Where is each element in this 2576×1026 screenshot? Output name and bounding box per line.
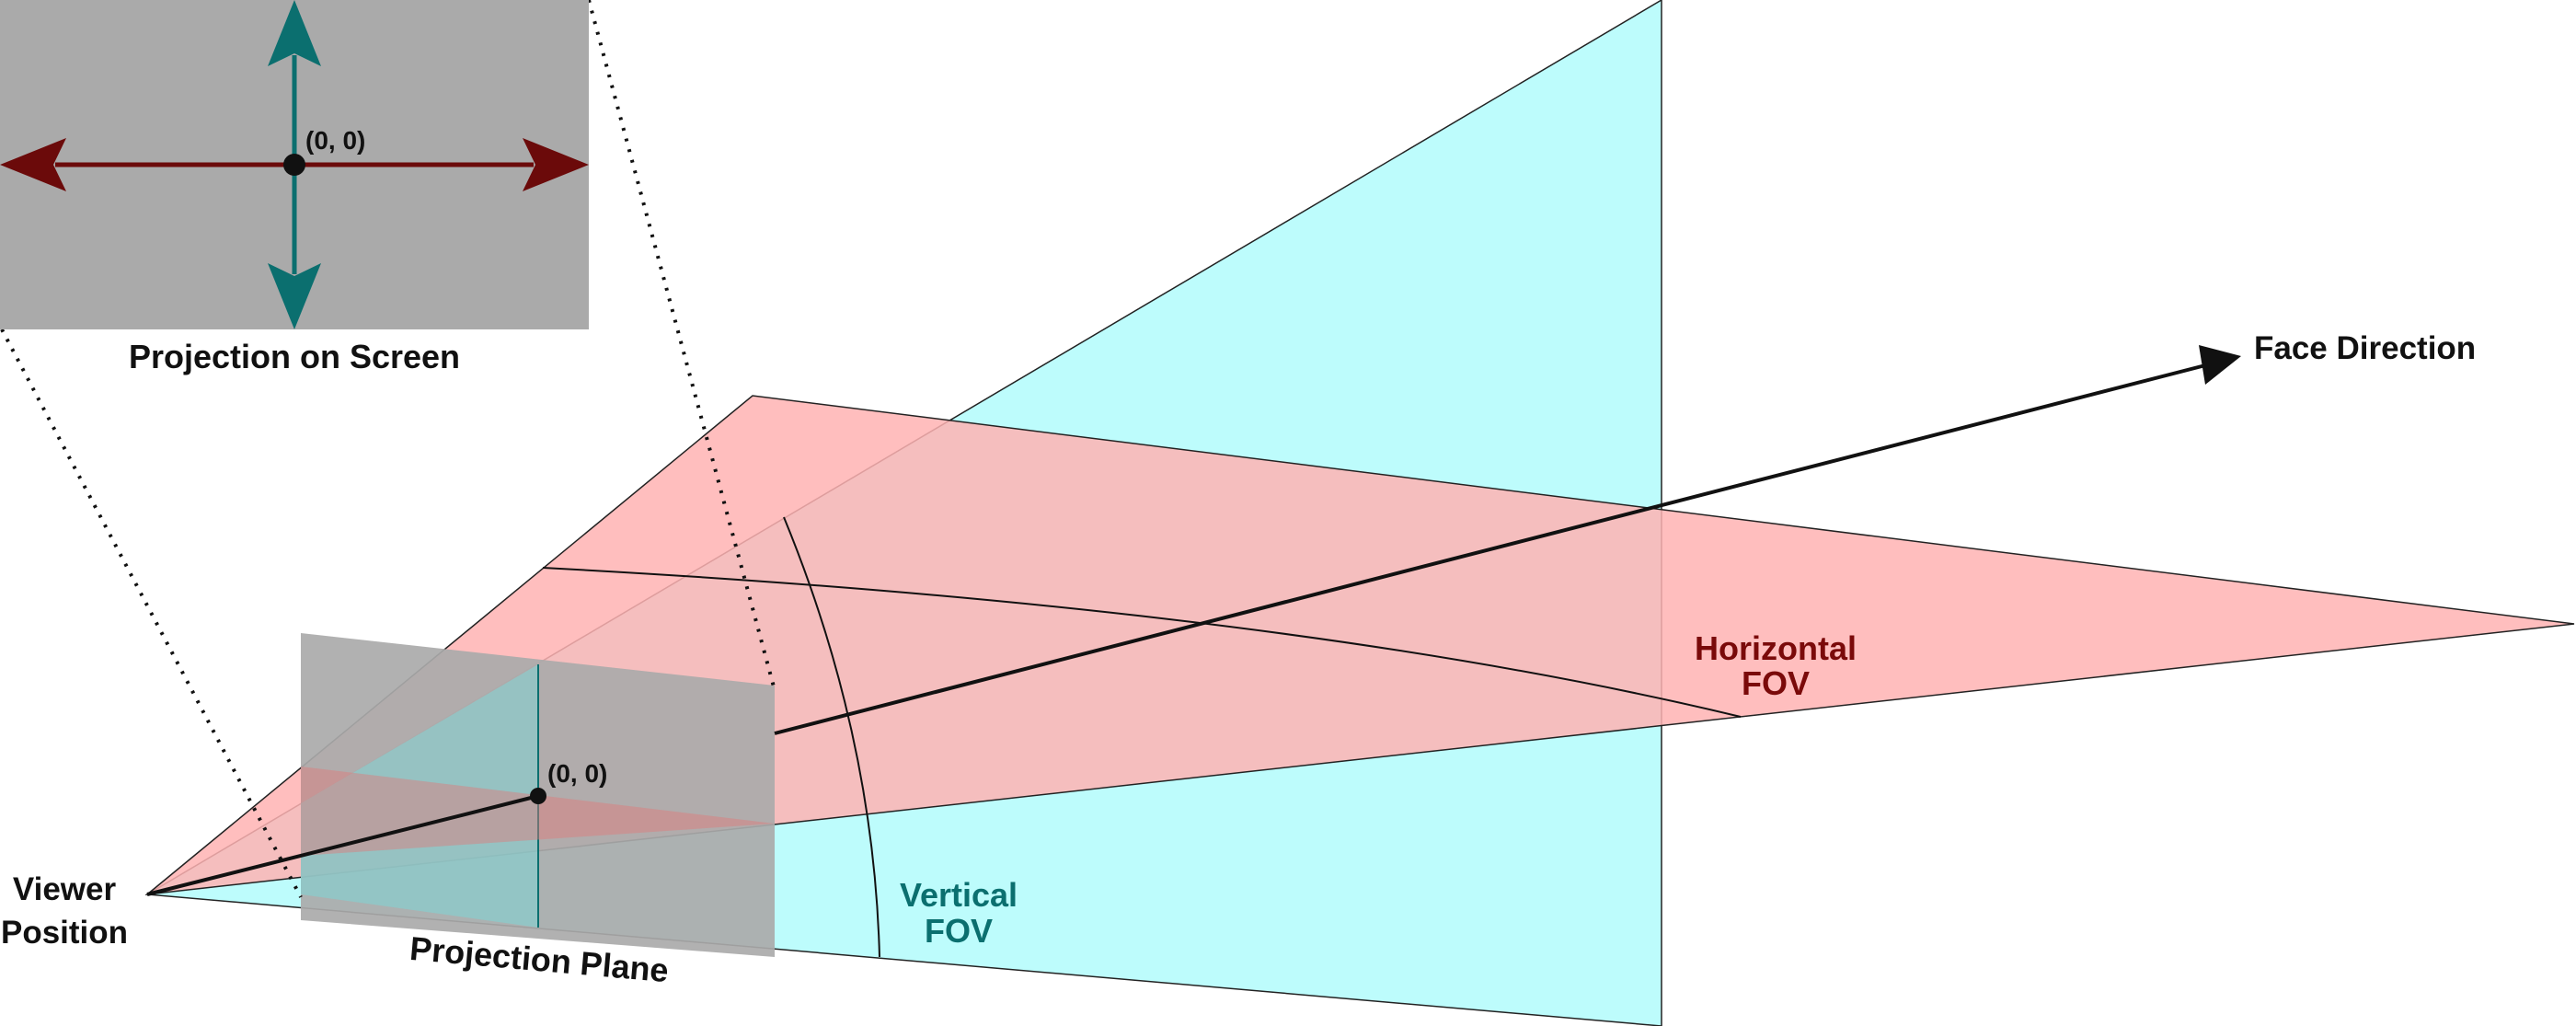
- horizontal-fov-label-line1: Horizontal: [1695, 629, 1857, 667]
- vertical-fov-arc: [783, 516, 880, 958]
- ray-to-origin: [146, 794, 539, 896]
- vertical-fov-label-line1: Vertical: [900, 876, 1018, 914]
- screen-origin-label: (0, 0): [305, 126, 365, 155]
- screen-arrow-down-icon: [268, 263, 321, 329]
- screen-arrow-right-icon: [523, 138, 589, 191]
- face-direction-label: Face Direction: [2254, 330, 2476, 366]
- vertical-fov-label-line2: FOV: [925, 912, 993, 950]
- screen-arrow-left-icon: [0, 138, 66, 191]
- horizontal-fov-label-line2: FOV: [1742, 664, 1810, 702]
- screen-arrow-up-icon: [268, 0, 321, 66]
- projection-on-screen-label: Projection on Screen: [129, 338, 460, 375]
- viewer-position-label-line2: Position: [1, 915, 128, 951]
- plane-origin-label: (0, 0): [547, 759, 607, 788]
- plane-vertical-strip: [301, 664, 538, 928]
- horizontal-fov-arc: [542, 567, 1742, 718]
- dotted-line-left: [0, 329, 303, 898]
- viewer-position-label-line1: Viewer: [13, 871, 117, 907]
- plane-horizontal-strip: [301, 767, 775, 856]
- screen-origin-point: [283, 154, 305, 176]
- face-direction-line: [774, 362, 2214, 735]
- plane-origin-point: [530, 788, 546, 804]
- face-direction-arrowhead: [2199, 345, 2241, 385]
